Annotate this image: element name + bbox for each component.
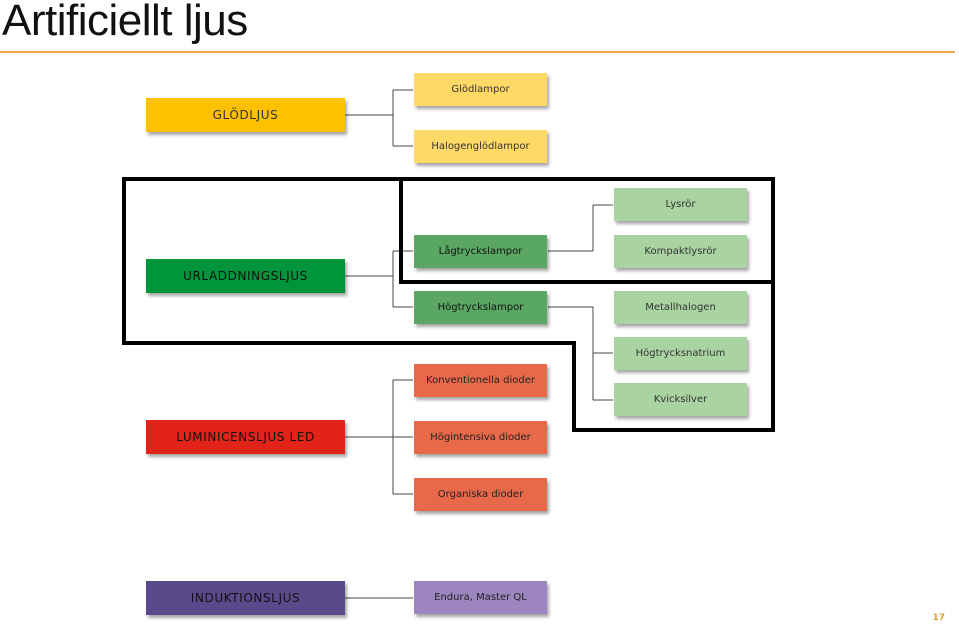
connector-led [345,379,413,495]
item-metallhalogen: Metallhalogen [614,291,747,324]
connector-glodljus [345,89,413,147]
item-organiska-dioder: Organiska dioder [414,478,547,511]
title-divider [0,51,955,53]
item-hogtryckslampor: Högtryckslampor [414,291,547,324]
item-endura-master-ql: Endura, Master QL [414,581,547,614]
category-luminicensljus-led: LUMINICENSLJUS LED [146,420,345,454]
item-lagtryckslampor: Lågtryckslampor [414,235,547,268]
connector-hogtryck [548,306,613,401]
item-hogintensiva-dioder: Högintensiva dioder [414,421,547,454]
connector-lagtryck [548,204,613,252]
category-urladdningsljus: URLADDNINGSLJUS [146,259,345,293]
connector-urladdningsljus [345,250,413,308]
item-lysror: Lysrör [614,188,747,221]
item-kvicksilver: Kvicksilver [614,383,747,416]
item-halogenglodlampor: Halogenglödlampor [414,130,547,163]
slide-number: 17 [932,613,945,623]
item-hogtrycksnatrium: Högtrycksnatrium [614,337,747,370]
slide-title: Artificiellt ljus [2,0,248,45]
category-glodljus: GLÖDLJUS [146,98,345,132]
item-kompaktlysror: Kompaktlysrör [614,235,747,268]
item-konventionella-dioder: Konventionella dioder [414,364,547,397]
category-induktionsljus: INDUKTIONSLJUS [146,581,345,615]
item-glodlampor: Glödlampor [414,73,547,106]
